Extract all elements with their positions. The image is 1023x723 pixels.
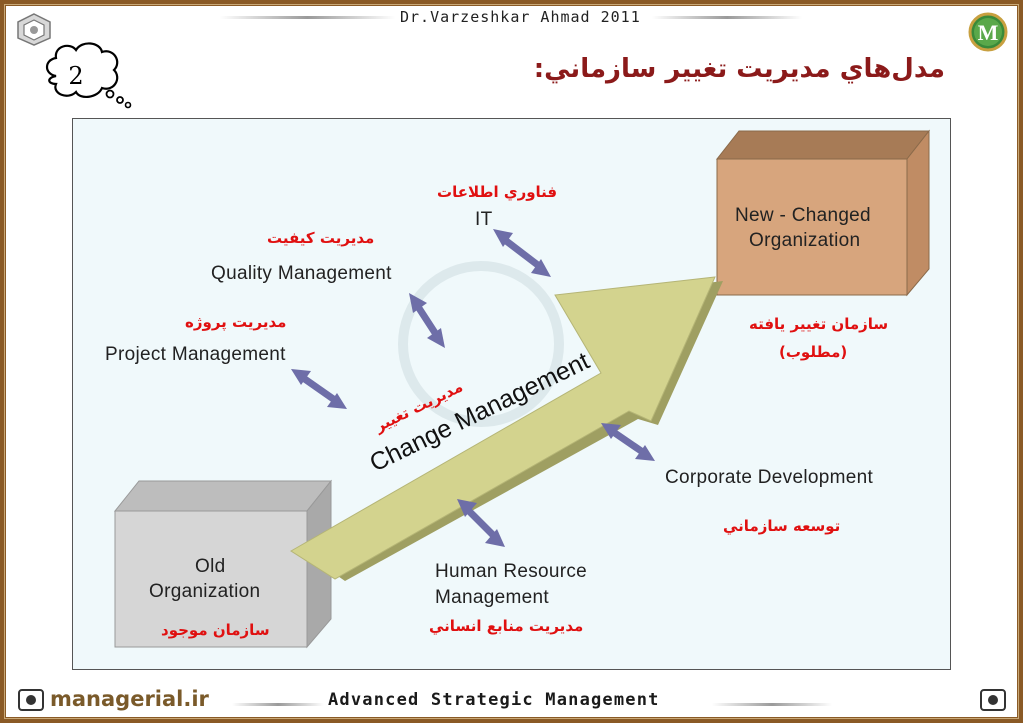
m-logo-icon: M [968,12,1008,52]
hr-label-line2: Management [435,587,549,608]
new-org-fa-line1: سازمان تغيير يافته [749,315,889,333]
quality-label: Quality Management [211,263,392,284]
old-organization-box [113,479,333,649]
old-org-label-line2: Organization [149,581,261,602]
university-logo-icon [17,13,51,46]
slide-inner-border [4,4,1019,719]
footer-left-square-icon [18,689,44,711]
it-label: IT [475,209,493,230]
project-fa-label: مديريت پروژه [185,313,287,331]
hr-label-line1: Human Resource [435,561,588,582]
author-credit: Dr.Varzeshkar Ahmad 2011 [400,8,641,26]
footer-line-left [232,703,324,706]
project-label: Project Management [105,344,286,365]
it-fa-label: فناوري اطلاعات [437,183,558,201]
footer-course-title: Advanced Strategic Management [328,690,660,710]
connector-corporate [601,423,655,461]
new-organization-box [715,129,931,297]
footer-right-square-icon [980,689,1006,711]
new-org-label-line2: Organization [749,230,861,251]
connector-project [291,369,347,409]
header-line-left [220,16,395,19]
header-line-right [652,16,802,19]
diagram-graphics: Change Management مديريت تغيير [113,129,931,649]
slide-number-cloud-icon [45,42,132,109]
new-org-fa-line2: (مطلوب) [779,343,848,361]
hr-fa-label: مديريت منابع انساني [429,617,584,635]
diagram-panel: Change Management مديريت تغيير New - Cha… [72,118,951,670]
connector-hr [457,499,505,547]
connector-it [493,229,551,277]
m-logo-letter: M [978,20,999,45]
quality-fa-label: مديريت كيفيت [267,229,375,247]
old-org-label-line1: Old [195,556,226,577]
slide-title: مدل‌هاي مديريت تغيير سازماني: [533,54,945,84]
old-org-fa-label: سازمان موجود [161,621,270,639]
corporate-label: Corporate Development [665,467,874,488]
footer-site-name: managerial.ir [50,687,209,711]
watermark-circle [398,261,564,427]
connector-quality [409,293,445,348]
new-org-label-line1: New - Changed [735,205,871,226]
corporate-fa-label: توسعه سازماني [723,517,841,535]
footer-line-right [712,703,832,706]
change-management-arrow [290,276,723,581]
slide-number: 2 [68,62,84,90]
